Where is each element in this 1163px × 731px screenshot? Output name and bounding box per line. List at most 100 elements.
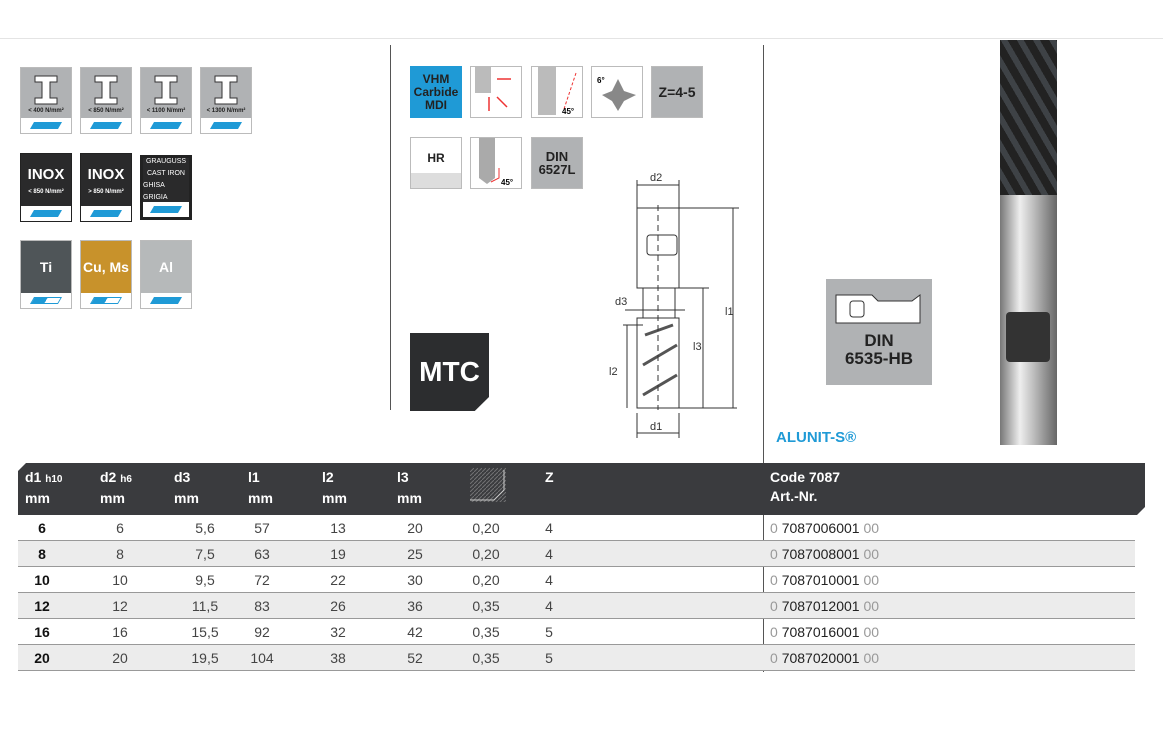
code-prefix: 0: [770, 624, 778, 640]
code-main: 7087008001: [781, 546, 860, 562]
rake-angle-icon: 6°: [591, 66, 643, 118]
material-inox: INOX> 850 N/mm²: [80, 153, 132, 222]
cell-d2: 12: [112, 598, 128, 614]
material-inox: INOX< 850 N/mm²: [20, 153, 72, 222]
header-label: d2: [100, 469, 117, 485]
material-al: Al: [140, 240, 192, 309]
suitability-indicator: [29, 122, 63, 129]
cell-d3: 7,5: [195, 546, 215, 562]
cell-z: 4: [545, 572, 553, 588]
strength-label: < 1100 N/mm²: [146, 108, 186, 114]
cell-l2: 26: [330, 598, 346, 614]
article-number: 0 7087016001 00: [770, 624, 879, 640]
material-label: Al: [159, 259, 173, 275]
suitability-indicator: [29, 297, 63, 304]
d1-label: d1: [650, 421, 662, 433]
article-number: 0 7087010001 00: [770, 572, 879, 588]
cell-l1: 63: [254, 546, 270, 562]
header-label: l3: [397, 469, 409, 485]
header-tolerance: h10: [45, 474, 63, 485]
cell-chamfer: 0,20: [472, 520, 500, 536]
mtc-badge: MTC: [410, 333, 489, 411]
cutting-direction-icon: [470, 66, 522, 118]
helix-45-icon: 45°: [531, 66, 583, 118]
header-unit: mm: [174, 490, 199, 506]
strength-label: < 1300 N/mm²: [206, 108, 246, 114]
cell-z: 4: [545, 598, 553, 614]
material-steel: < 1100 N/mm²: [140, 67, 192, 134]
brand-label: ALUNIT-S®: [776, 429, 857, 446]
cast-iron-label: GRAUGUSS: [145, 158, 187, 165]
end-mill-image: [1000, 40, 1057, 445]
material-label: Ti: [39, 259, 53, 275]
cell-d2: 16: [112, 624, 128, 640]
divider: [763, 45, 764, 672]
flutes-icon: Z=4-5: [651, 66, 703, 118]
cell-chamfer: 0,20: [472, 546, 500, 562]
code-suffix: 00: [863, 598, 880, 614]
cell-d3: 19,5: [191, 650, 219, 666]
carbide-label: Carbide: [413, 84, 459, 99]
cell-z: 4: [545, 520, 553, 536]
din-number: 6527L: [538, 162, 576, 177]
helix-drill-icon: 45°: [470, 137, 522, 189]
column-header: l2 mm: [322, 468, 347, 508]
code-title: Code 7087: [770, 469, 841, 485]
cell-d2: 20: [112, 650, 128, 666]
cell-d1: 8: [38, 546, 46, 562]
cell-l1: 104: [250, 650, 274, 666]
cell-l2: 13: [330, 520, 346, 536]
d3-label: d3: [615, 296, 627, 308]
code-suffix: 00: [863, 572, 880, 588]
material-steel: < 400 N/mm²: [20, 67, 72, 134]
cell-z: 5: [545, 650, 553, 666]
code-suffix: 00: [863, 546, 880, 562]
header-label: d1: [25, 469, 42, 485]
cell-l2: 19: [330, 546, 346, 562]
cell-d1: 12: [34, 598, 50, 614]
cell-l2: 32: [330, 624, 346, 640]
suitability-indicator: [209, 122, 243, 129]
cell-l3: 42: [407, 624, 423, 640]
hr-roughing-icon: HR: [410, 137, 462, 189]
cell-d1: 20: [34, 650, 50, 666]
header-tolerance: h6: [120, 474, 132, 485]
code-main: 7087012001: [781, 598, 860, 614]
art-nr-title: Art.-Nr.: [770, 488, 818, 504]
code-suffix: 00: [863, 650, 880, 666]
article-number: 0 7087006001 00: [770, 520, 879, 536]
header-label: d3: [174, 469, 191, 485]
i-beam-icon: [34, 75, 58, 105]
l2-label: l2: [609, 366, 618, 378]
hr-label: HR: [427, 151, 445, 165]
code-main: 7087016001: [781, 624, 860, 640]
cell-l2: 38: [330, 650, 346, 666]
cast-iron-label: CAST IRON: [147, 170, 185, 177]
suitability-indicator: [149, 206, 183, 213]
cell-l1: 92: [254, 624, 270, 640]
i-beam-icon: [214, 75, 238, 105]
code-main: 7087020001: [781, 650, 860, 666]
code-main: 7087006001: [781, 520, 860, 536]
din-label: DIN: [864, 331, 894, 350]
cell-l1: 72: [254, 572, 270, 588]
cell-d1: 16: [34, 624, 50, 640]
angle-label: 45°: [501, 178, 513, 187]
header-unit: mm: [25, 490, 50, 506]
angle-label: 45°: [562, 107, 574, 116]
material-steel: < 850 N/mm²: [80, 67, 132, 134]
suitability-indicator: [89, 210, 123, 217]
cell-l3: 25: [407, 546, 423, 562]
strength-label: > 850 N/mm²: [88, 188, 124, 195]
article-number: 0 7087020001 00: [770, 650, 879, 666]
suitability-indicator: [89, 297, 123, 304]
